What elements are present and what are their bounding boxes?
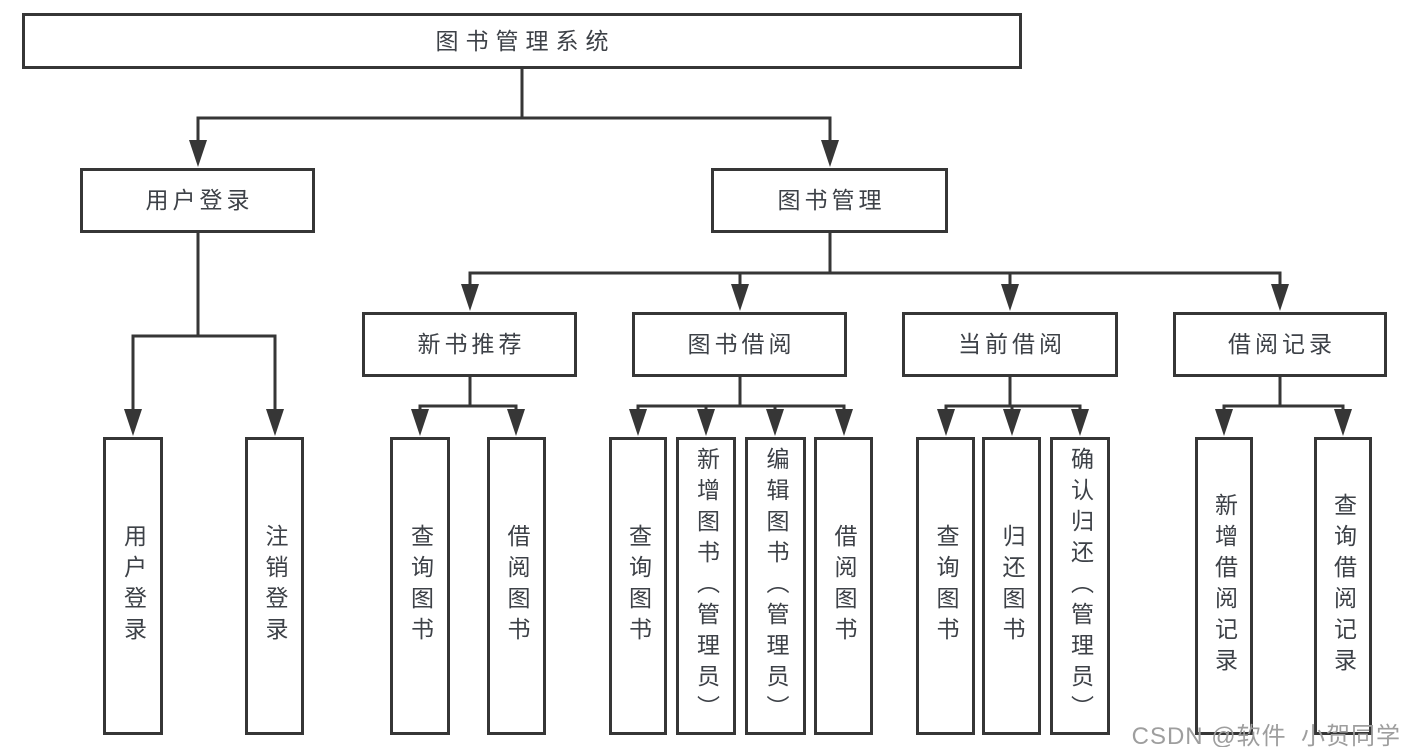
connector-records [1222,377,1345,412]
leaf-borrow-book: 借阅图书 [814,437,873,735]
arrowhead [697,409,715,436]
arrowhead [1215,409,1233,436]
node-book-manage: 图书管理 [711,168,948,233]
arrowhead [937,409,955,436]
node-new-book-recommend: 新书推荐 [362,312,577,377]
leaf-query-borrow-record: 查询借阅记录 [1314,437,1372,735]
leaf-return-book: 归还图书 [982,437,1041,735]
arrowhead [1334,409,1352,436]
arrowhead [266,409,284,436]
leaf-query-book-recommend: 查询图书 [390,437,450,735]
leaf-query-borrow-record-label: 查询借阅记录 [1330,493,1357,679]
node-root-label: 图书管理系统 [435,27,616,54]
connector-current [944,377,1082,412]
leaf-confirm-return-admin-label: 确认归还（管理员） [1067,446,1094,726]
leaf-add-borrow-record: 新增借阅记录 [1195,437,1253,735]
node-user-login-label: 用户登录 [145,187,254,213]
arrowhead [507,409,525,436]
node-current-borrow-label: 当前借阅 [958,331,1066,357]
node-book-borrow: 图书借阅 [632,312,847,377]
leaf-query-book-recommend-label: 查询图书 [407,524,434,648]
node-borrow-records-label: 借阅记录 [1228,331,1336,357]
leaf-user-login-label: 用户登录 [120,524,147,648]
leaf-add-book-admin: 新增图书（管理员） [676,437,736,735]
node-root-system: 图书管理系统 [22,13,1022,69]
leaf-logout-label: 注销登录 [262,524,288,648]
leaf-borrow-book-label: 借阅图书 [831,524,857,648]
leaf-edit-book-admin-label: 编辑图书（管理员） [763,446,789,726]
arrowhead [629,409,647,436]
leaf-add-book-admin-label: 新增图书（管理员） [693,446,720,726]
connector-root [196,68,832,146]
arrowhead [411,409,429,436]
leaf-edit-book-admin: 编辑图书（管理员） [745,437,806,735]
connector-manage [468,233,1282,290]
leaf-query-book-borrow-label: 查询图书 [625,524,652,648]
arrowhead [821,140,839,167]
node-borrow-records: 借阅记录 [1173,312,1387,377]
leaf-query-book-borrow: 查询图书 [609,437,667,735]
leaf-confirm-return-admin: 确认归还（管理员） [1050,437,1110,735]
csdn-watermark: CSDN @软件_小贺同学 [1131,723,1401,747]
leaf-logout: 注销登录 [245,437,304,735]
arrowhead [766,409,784,436]
arrowhead [1003,409,1021,436]
arrowhead [835,409,853,436]
leaf-query-book-current: 查询图书 [916,437,975,735]
node-book-manage-label: 图书管理 [777,187,886,213]
leaf-user-login: 用户登录 [103,437,163,735]
leaf-borrow-book-recommend: 借阅图书 [487,437,546,735]
node-user-login: 用户登录 [80,168,315,233]
node-new-book-recommend-label: 新书推荐 [417,331,526,357]
connector-borrow [636,377,846,412]
arrowhead [189,140,207,167]
arrowhead [124,409,142,436]
connector-login [131,233,277,412]
leaf-borrow-book-recommend-label: 借阅图书 [504,524,530,648]
leaf-query-book-current-label: 查询图书 [933,524,959,648]
leaf-return-book-label: 归还图书 [999,524,1025,648]
arrowhead [1071,409,1089,436]
arrowhead [731,284,749,311]
connector-recommend [418,377,518,412]
leaf-add-borrow-record-label: 新增借阅记录 [1211,493,1238,679]
node-current-borrow: 当前借阅 [902,312,1118,377]
arrowhead [1001,284,1019,311]
node-book-borrow-label: 图书借阅 [687,331,796,357]
arrowhead [1271,284,1289,311]
arrowhead [461,284,479,311]
